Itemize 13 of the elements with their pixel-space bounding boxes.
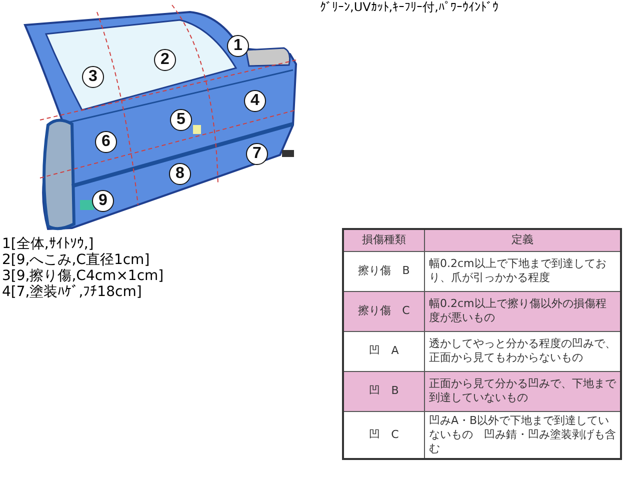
header-cell: 定義 (424, 229, 621, 251)
definition-cell: 幅0.2cm以上で擦り傷以外の損傷程度が悪いもの (424, 291, 621, 331)
damage-note: 4[7,塗装ﾊｹﾞ,ﾌﾁ18cm] (2, 284, 142, 300)
definition-cell: 正面から見て分かる凹みで、下地まで到達していないもの (424, 371, 621, 411)
damage-type-cell: 擦り傷 B (343, 251, 424, 291)
damage-type-cell: 凹 A (343, 331, 424, 371)
spec-text: ｸﾞﾘｰﾝ,UVｶｯﾄ,ｷｰﾌﾘｰ付,ﾊﾟﾜｰｳｲﾝﾄﾞｳ (320, 0, 498, 14)
damage-note: 2[9,へこみ,C直径1cm] (2, 252, 150, 268)
damage-note: 3[9,擦り傷,C4cm×1cm] (2, 268, 164, 284)
damage-note: 1[全体,ｻｲﾄｿｳ,] (2, 236, 94, 252)
damage-type-cell: 擦り傷 C (343, 291, 424, 331)
header-cell: 損傷種類 (343, 229, 424, 251)
damage-type-cell: 凹 B (343, 371, 424, 411)
